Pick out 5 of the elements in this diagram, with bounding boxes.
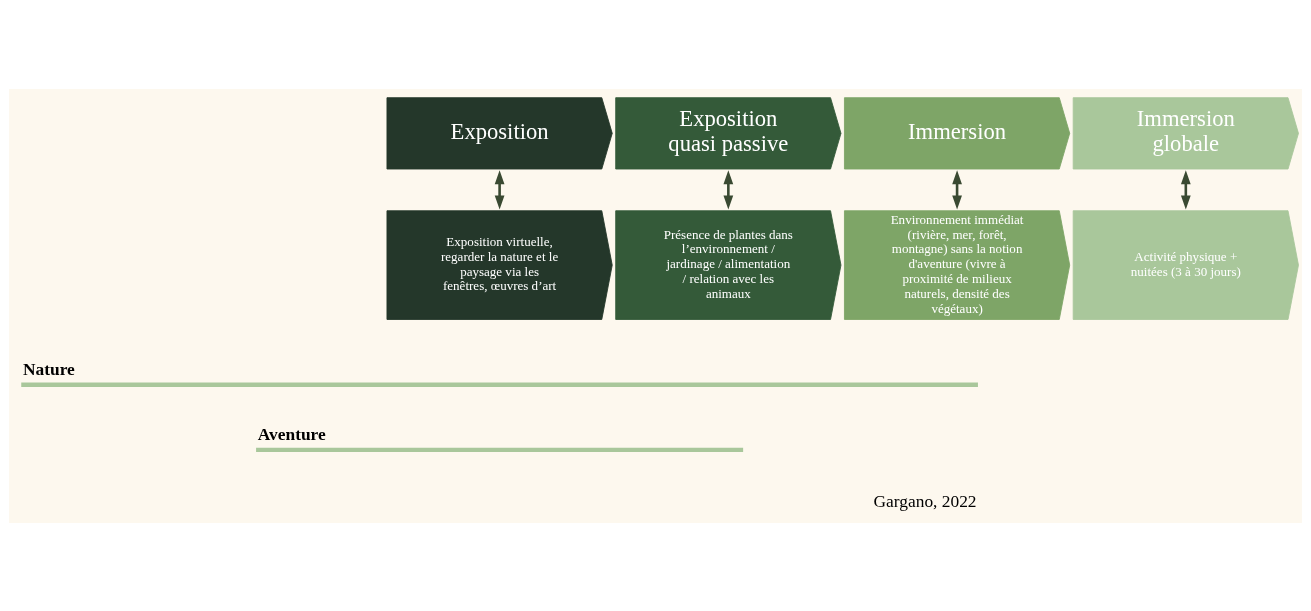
arrow: [723, 169, 734, 209]
label: Aventure: [257, 424, 326, 444]
arrow: [494, 169, 505, 209]
label: Gargano, 2022: [873, 491, 977, 511]
label: Nature: [22, 359, 75, 379]
